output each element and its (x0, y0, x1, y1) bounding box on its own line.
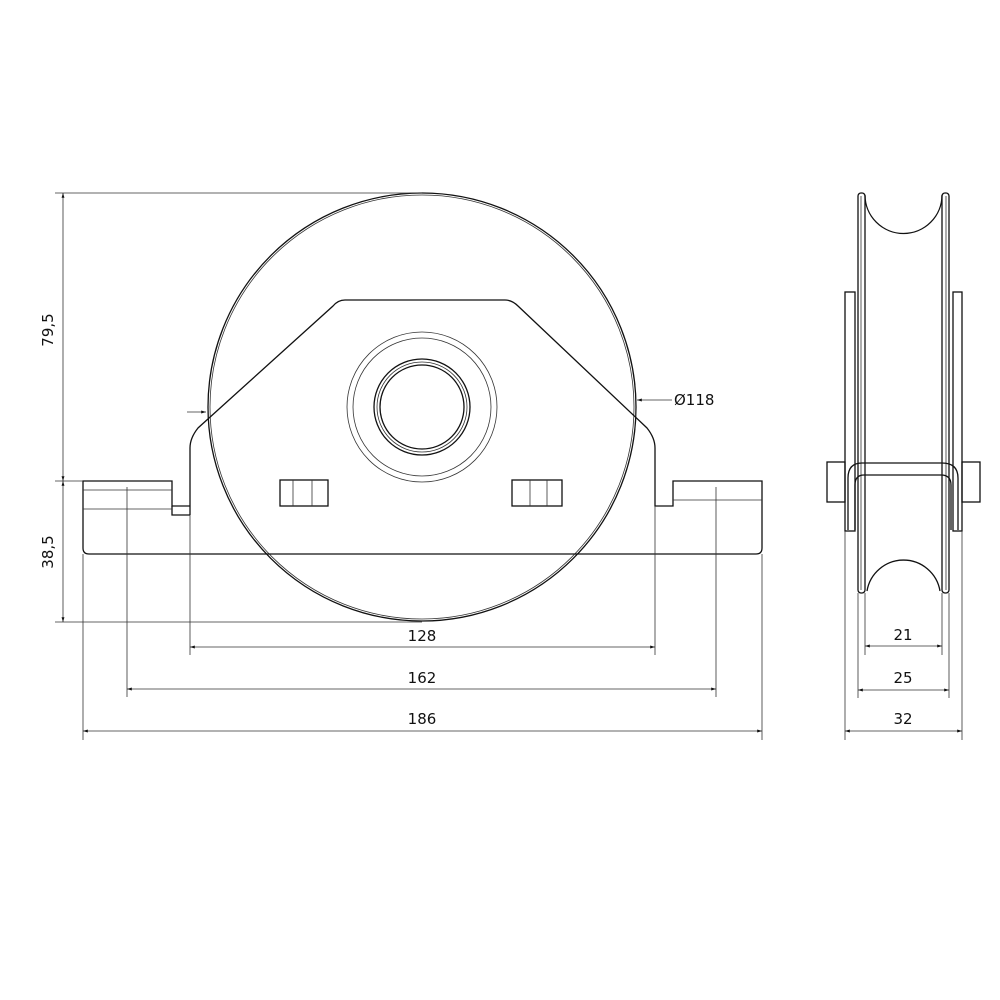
front-dimensions: 79,5 38,5 128 162 186 Ø118 (39, 192, 763, 740)
dim-wheel-width: 25 (893, 669, 912, 687)
slot-left (279, 479, 329, 507)
bracket-plate (82, 299, 763, 555)
dim-total-width: 32 (893, 710, 912, 728)
dim-height-lower: 38,5 (39, 535, 57, 568)
dim-height-upper: 79,5 (39, 313, 57, 346)
dim-width-inner: 128 (408, 627, 437, 645)
front-view (82, 192, 763, 622)
side-dimensions: 21 25 32 (844, 531, 963, 740)
u-bracket (847, 462, 959, 530)
dim-width-total: 186 (408, 710, 437, 728)
side-view (826, 192, 981, 594)
slot-right (511, 479, 563, 507)
dim-groove-width: 21 (893, 626, 912, 644)
dim-diameter: Ø118 (674, 391, 714, 409)
dim-width-holes: 162 (408, 669, 437, 687)
hub (346, 331, 498, 483)
